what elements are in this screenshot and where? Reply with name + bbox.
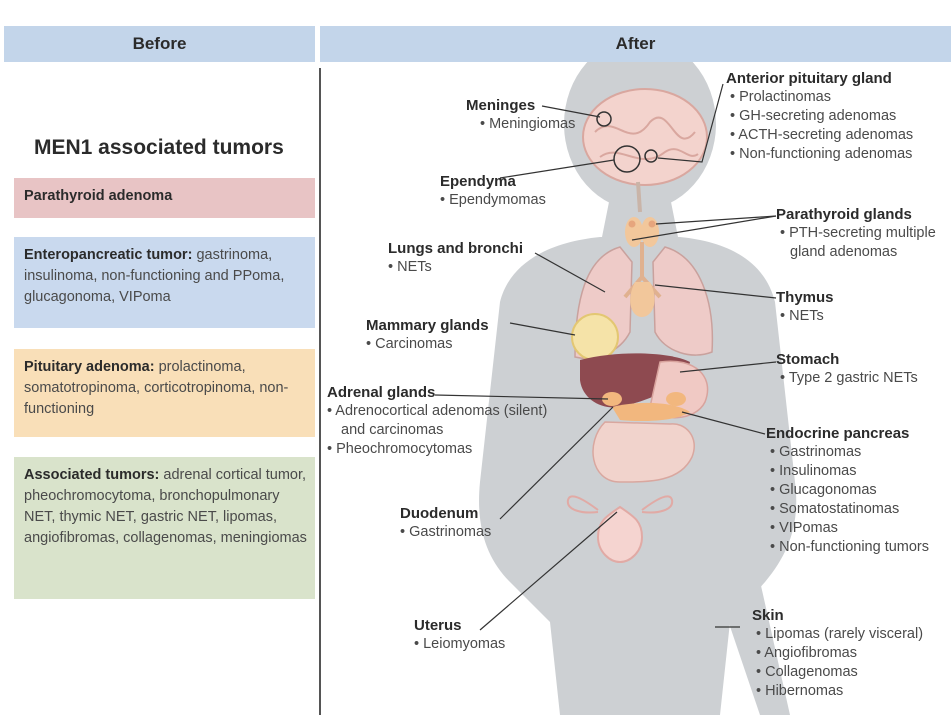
organ-item: • ACTH-secreting adenomas [726,126,913,145]
organ-item: • Carcinomas [366,335,489,354]
page-title: MEN1 associated tumors [34,136,284,160]
organ-item: • Collagenomas [752,663,923,682]
organ-title: Adrenal glands [327,383,547,402]
organ-item: • Non-functioning tumors [766,538,929,557]
label-parathyroid: Parathyroid glands • PTH-secreting multi… [776,205,936,262]
organ-item: • Pheochromocytomas [327,440,547,459]
organ-item: • Prolactinomas [726,88,913,107]
label-adrenal: Adrenal glands • Adrenocortical adenomas… [327,383,547,459]
organ-title: Meninges [466,96,575,115]
organ-item: • Hibernomas [752,682,923,701]
tumor-box-title: Enteropancreatic tumor: [24,247,192,263]
organ-item: • Meningiomas [466,115,575,134]
organ-title: Duodenum [400,504,491,523]
organ-item: gland adenomas [776,243,936,262]
tumor-box-title: Parathyroid adenoma [24,188,172,204]
tumor-box-parathyroid: Parathyroid adenoma [14,178,315,218]
organ-title: Mammary glands [366,316,489,335]
organ-title: Parathyroid glands [776,205,936,224]
label-endocrine-pancreas: Endocrine pancreas • Gastrinomas • Insul… [766,424,929,557]
adrenal-icon [666,392,686,406]
label-meninges: Meninges • Meningiomas [466,96,575,134]
tumor-box-pituitary: Pituitary adenoma: prolactinoma, somatot… [14,349,315,437]
label-uterus: Uterus • Leiomyomas [414,616,505,654]
organ-item: • Lipomas (rarely visceral) [752,625,923,644]
tumor-box-title: Associated tumors: [24,467,159,483]
label-thymus: Thymus • NETs [776,288,834,326]
organ-item: • Angiofibromas [752,644,923,663]
label-duodenum: Duodenum • Gastrinomas [400,504,491,542]
organ-title: Ependyma [440,172,546,191]
label-stomach: Stomach • Type 2 gastric NETs [776,350,918,388]
organ-item: • Glucagonomas [766,481,929,500]
header-after: After [320,26,951,62]
label-skin: Skin • Lipomas (rarely visceral) • Angio… [752,606,923,701]
organ-item: • Gastrinomas [400,523,491,542]
organ-item: • Leiomyomas [414,635,505,654]
organ-item: • Adrenocortical adenomas (silent) [327,402,547,421]
label-ependyma: Ependyma • Ependymomas [440,172,546,210]
organ-title: Lungs and bronchi [388,239,523,258]
organ-title: Thymus [776,288,834,307]
organ-item: • VIPomas [766,519,929,538]
organ-item: • Gastrinomas [766,443,929,462]
organ-title: Skin [752,606,923,625]
organ-item: • Type 2 gastric NETs [776,369,918,388]
label-anterior-pituitary: Anterior pituitary gland • Prolactinomas… [726,69,913,164]
organ-item: • PTH-secreting multiple [776,224,936,243]
organ-item: • Ependymomas [440,191,546,210]
organ-item: • NETs [388,258,523,277]
organ-title: Stomach [776,350,918,369]
organ-item: • GH-secreting adenomas [726,107,913,126]
tumor-box-associated: Associated tumors: adrenal cortical tumo… [14,457,315,599]
header-before: Before [4,26,315,62]
breast-icon [572,314,618,360]
tumor-box-enteropancreatic: Enteropancreatic tumor: gastrinoma, insu… [14,237,315,328]
organ-item: • Non-functioning adenomas [726,145,913,164]
organ-title: Anterior pituitary gland [726,69,913,88]
organ-item: • Somatostatinomas [766,500,929,519]
label-lungs: Lungs and bronchi • NETs [388,239,523,277]
organ-title: Uterus [414,616,505,635]
organ-item: • Insulinomas [766,462,929,481]
thymus-icon [630,282,654,317]
organ-item: and carcinomas [327,421,547,440]
tumor-box-title: Pituitary adenoma: [24,359,155,375]
organ-title: Endocrine pancreas [766,424,929,443]
organ-item: • NETs [776,307,834,326]
label-mammary: Mammary glands • Carcinomas [366,316,489,354]
